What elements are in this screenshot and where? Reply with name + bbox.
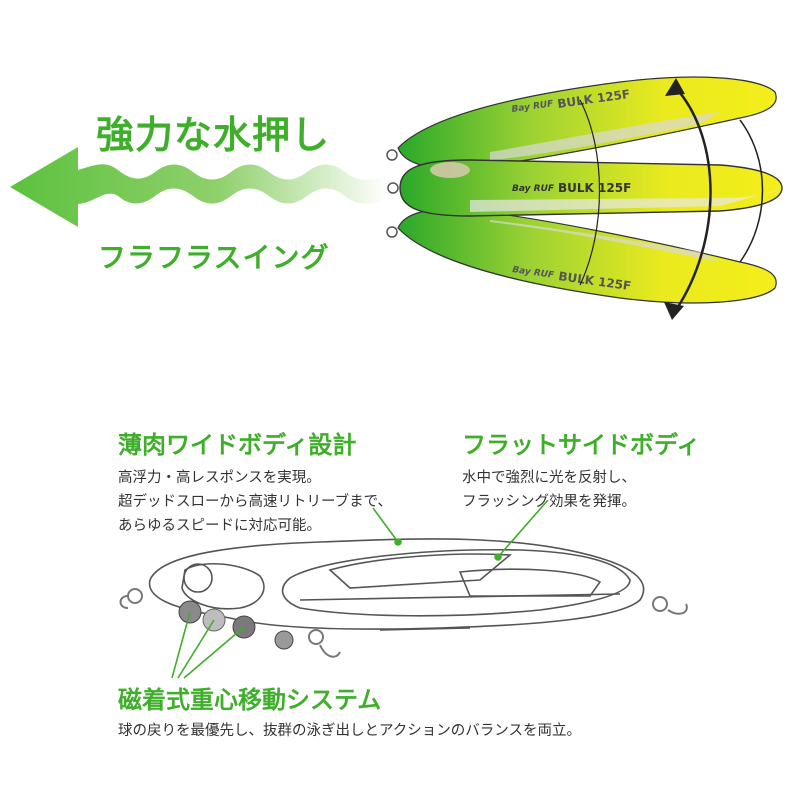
feature-body-title: 薄肉ワイドボディ設計: [118, 431, 357, 459]
subline: フラフラスイング: [98, 241, 330, 274]
arc-arrow-head-bottom: [664, 302, 684, 320]
feature-body-line: 高浮力・高レスポンスを実現。: [118, 470, 321, 486]
lure-logo-model: BULK 125F: [558, 181, 631, 195]
feature-magnet-line: 球の戻りを最優先し、抜群の泳ぎ出しとアクションのバランスを両立。: [118, 723, 581, 739]
feature-flat-side: フラットサイドボディ 水中で強烈に光を反射し、 フラッシング効果を発揮。: [462, 425, 700, 514]
feature-magnet-title: 磁着式重心移動システム: [118, 686, 382, 714]
arc-arrow-head-top: [665, 78, 685, 96]
swing-illustration: Bay RUF BULK 125F Bay RUF BULK 125F Bay …: [10, 76, 783, 320]
feature-magnet-text: 球の戻りを最優先し、抜群の泳ぎ出しとアクションのバランスを両立。: [118, 719, 581, 743]
lure-center: Bay RUF BULK 125F: [387, 159, 783, 217]
feature-body: 薄肉ワイドボディ設計 高浮力・高レスポンスを実現。 超デッドスローから高速リトリ…: [118, 425, 392, 538]
leader-lines: [171, 500, 549, 679]
feature-body-text: 高浮力・高レスポンスを実現。 超デッドスローから高速リトリーブまで、 あらゆるス…: [118, 466, 392, 538]
feature-flat-side-text: 水中で強烈に光を反射し、 フラッシング効果を発揮。: [462, 466, 700, 514]
swing-arc-arrows: [579, 87, 764, 311]
feature-body-line: 超デッドスローから高速リトリーブまで、: [118, 494, 393, 510]
lure-outline: [148, 538, 645, 631]
feature-flat-side-line: フラッシング効果を発揮。: [462, 494, 636, 510]
feature-body-line: あらゆるスピードに対応可能。: [118, 518, 321, 534]
feature-flat-side-title: フラットサイドボディ: [462, 431, 701, 459]
lure-logo-brand: Bay RUF: [512, 184, 555, 194]
feature-flat-side-line: 水中で強烈に光を反射し、: [462, 470, 636, 486]
feature-magnet: 磁着式重心移動システム 球の戻りを最優先し、抜群の泳ぎ出しとアクションのバランス…: [118, 680, 581, 743]
water-push-arrow: [10, 147, 388, 227]
lure-upper: [386, 76, 777, 169]
headline: 強力な水押し: [96, 113, 331, 157]
split-rings: [119, 588, 688, 658]
lure-lower: [386, 208, 777, 304]
lure-cutaway-diagram: [119, 500, 688, 679]
